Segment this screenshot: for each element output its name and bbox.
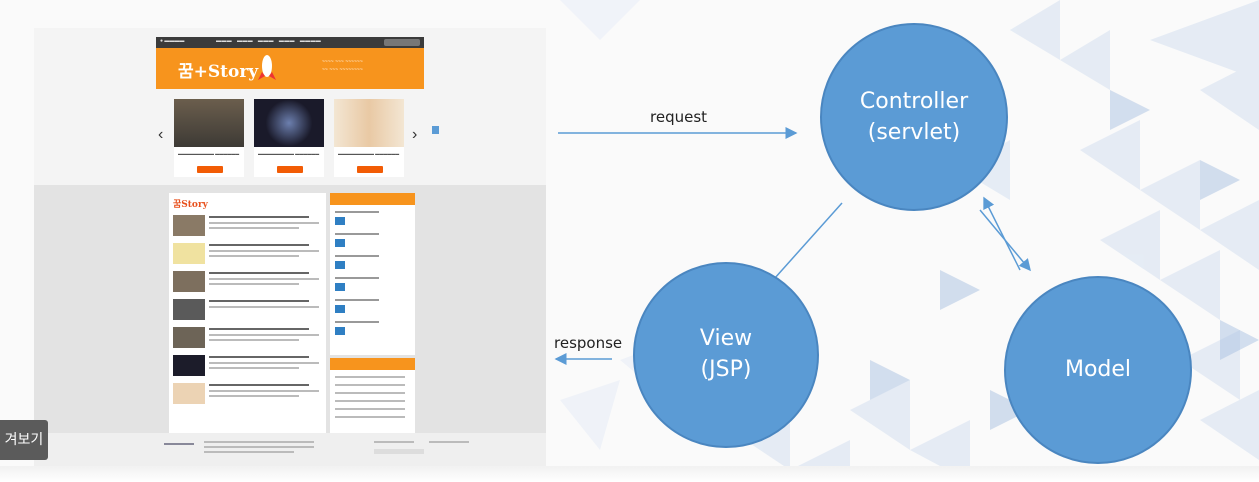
bottom-strip	[0, 466, 1259, 482]
request-label: request	[650, 108, 708, 126]
controller-to-model-arrow	[979, 209, 1031, 272]
site-nav-brand: ● ▬▬▬▬	[160, 38, 185, 44]
site-banner-slogan: ~~~~ ~~~ ~~~~~~~~ ~~~ ~~~~~~~~	[322, 59, 363, 73]
site-card: ▬▬▬▬▬▬▬▬▬ ▬▬▬▬▬▬	[174, 99, 244, 177]
site-news-panel	[330, 193, 415, 355]
view-title: View	[699, 326, 753, 351]
rocket-icon	[258, 55, 276, 80]
site-card-text: ▬▬▬▬▬▬▬▬▬ ▬▬▬▬▬▬	[338, 151, 400, 156]
site-card-text: ▬▬▬▬▬▬▬▬▬ ▬▬▬▬▬▬	[178, 151, 240, 156]
site-card: ▬▬▬▬▬▬▬▬▬ ▬▬▬▬▬▬	[334, 99, 404, 177]
view-node	[633, 262, 819, 448]
site-card: ▬▬▬▬▬▬▬▬▬ ▬▬▬▬▬▬	[254, 99, 324, 177]
site-card-image	[254, 99, 324, 147]
controller-subtitle: (servlet)	[867, 120, 961, 145]
site-nav-menu: ▬▬▬ ▬▬▬ ▬▬▬ ▬▬▬ ▬▬▬▬	[216, 38, 322, 44]
controller-label: Controller (servlet)	[834, 86, 994, 148]
controller-title: Controller	[859, 89, 969, 114]
site-card-button	[197, 166, 223, 173]
site-story-row	[173, 353, 323, 379]
site-story-row	[173, 381, 323, 407]
site-card-button	[277, 166, 303, 173]
controller-to-view-arrow	[765, 202, 843, 290]
site-story-logo: 꿈Story	[173, 200, 208, 210]
model-to-controller-arrow	[983, 196, 1021, 271]
site-card-image	[174, 99, 244, 147]
site-story-row	[173, 297, 323, 323]
chevron-left-icon: ‹	[158, 126, 164, 143]
site-search-box	[384, 39, 420, 46]
site-card-text: ▬▬▬▬▬▬▬▬▬ ▬▬▬▬▬▬	[258, 151, 320, 156]
site-story-row	[173, 213, 323, 239]
view-subtitle: (JSP)	[700, 357, 752, 382]
response-label: response	[554, 334, 623, 352]
controller-node	[820, 23, 1008, 211]
site-story-row	[173, 269, 323, 295]
site-banner-logo: 꿈+Story	[178, 62, 259, 82]
scroll-marker-icon	[432, 126, 439, 134]
site-nav-bar: ● ▬▬▬▬ ▬▬▬ ▬▬▬ ▬▬▬ ▬▬▬ ▬▬▬▬	[156, 37, 424, 48]
model-node	[1004, 276, 1192, 464]
site-card-image	[334, 99, 404, 147]
model-label: Model	[1064, 357, 1132, 382]
preview-button[interactable]: 겨보기	[0, 420, 48, 460]
site-card-button	[357, 166, 383, 173]
site-story-row	[173, 325, 323, 351]
website-screenshot: ● ▬▬▬▬ ▬▬▬ ▬▬▬ ▬▬▬ ▬▬▬ ▬▬▬▬ 꿈+Story ~~~~…	[34, 28, 546, 468]
view-label: View (JSP)	[656, 323, 796, 385]
site-footer	[34, 433, 546, 468]
site-story-row	[173, 241, 323, 267]
chevron-right-icon: ›	[412, 126, 418, 143]
site-story-list: 꿈Story	[169, 193, 326, 451]
site-banner: 꿈+Story ~~~~ ~~~ ~~~~~~~~ ~~~ ~~~~~~~~	[156, 48, 424, 89]
